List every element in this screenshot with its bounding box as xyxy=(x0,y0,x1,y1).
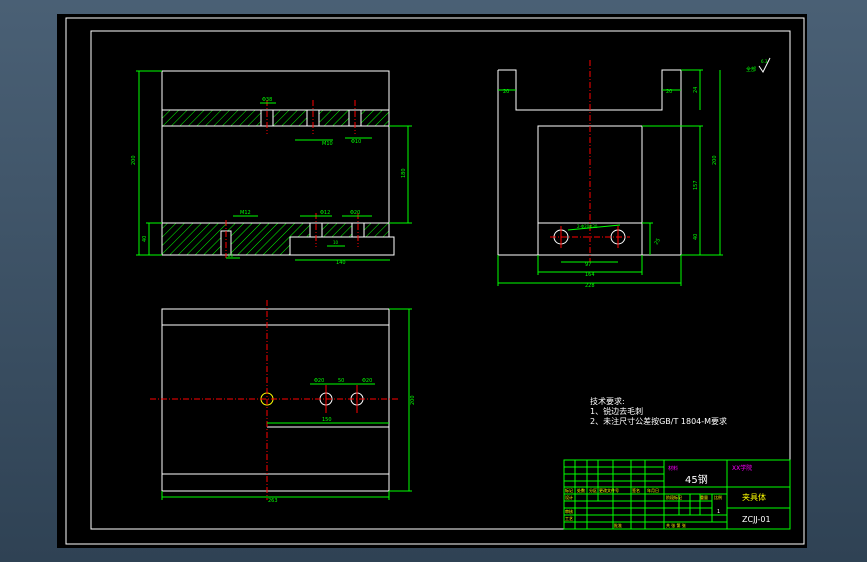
dim-small-a: 20 xyxy=(228,253,234,258)
dim-phi10: Φ10 xyxy=(351,139,361,145)
dim-front-top: Φ38 xyxy=(262,97,272,103)
roughness-symbol-icon xyxy=(758,57,771,73)
inner-frame xyxy=(90,30,791,530)
dim-side-span-mid: 164 xyxy=(585,272,595,278)
material-value: 45钢 xyxy=(685,473,708,486)
dim-top-height: 200 xyxy=(410,395,416,405)
part-name: 夹具体 xyxy=(742,492,766,502)
dim-side-corner: 25 xyxy=(654,237,662,246)
dim-front-base: 40 xyxy=(142,236,148,242)
dim-front-mid: 180 xyxy=(401,168,407,178)
top-view-outline xyxy=(161,308,390,492)
dim-top-hole-a: Φ20 xyxy=(314,378,324,384)
sign-label: 签名 xyxy=(632,487,640,493)
dim-m12: M12 xyxy=(240,210,251,216)
roughness-value: 6.3 xyxy=(761,59,768,64)
approve-label: 批准 xyxy=(614,522,622,528)
dim-side-bottom: 40 xyxy=(693,234,699,240)
dim-side-span-inner: 97 xyxy=(585,262,591,268)
dim-m10: M10 xyxy=(322,141,333,147)
drawing-number: ZCJJ-01 xyxy=(742,515,771,524)
dim-front-height: 200 xyxy=(131,155,137,165)
count-value: 1 xyxy=(717,509,720,515)
dim-phi12: Φ12 xyxy=(320,210,330,216)
school-name: XX学院 xyxy=(732,464,752,472)
date-label: 年月日 xyxy=(647,487,659,493)
weight-label: 重量 xyxy=(700,494,708,500)
outer-frame xyxy=(65,17,805,545)
dim-side-inner-height: 157 xyxy=(693,180,699,190)
mark-label: 标记 xyxy=(565,487,573,493)
technical-notes: 技术要求: 1、锐边去毛刺 2、未注尺寸公差按GB/T 1804-M要求 xyxy=(590,396,727,426)
top-view[interactable]: Φ20 50 Φ20 200 150 263 xyxy=(150,300,416,504)
dim-side-span-total: 228 xyxy=(585,283,595,289)
notes-heading: 技术要求: xyxy=(590,396,625,406)
dim-top-width: 263 xyxy=(268,498,278,504)
change-label: 更改文件号 xyxy=(599,487,619,493)
craft-label: 工艺 xyxy=(565,516,573,521)
dim-side-step-height: 24 xyxy=(693,87,699,93)
dim-side-left-step: 20 xyxy=(503,89,509,95)
sheet-info: 共 张 第 张 xyxy=(666,522,686,528)
dim-side-hole-callout: 2-Φ20Φ30 xyxy=(577,224,598,229)
designer-label: 设计 xyxy=(565,494,573,500)
qty-label: 处数 xyxy=(577,487,585,493)
front-top-section xyxy=(161,109,390,127)
dim-top-offset: 150 xyxy=(322,417,332,423)
front-view[interactable]: 200 40 180 140 Φ38 M10 Φ10 M12 Φ12 Φ20 2… xyxy=(131,70,412,266)
material-label: 材料 xyxy=(668,465,678,472)
roughness-label: 全部 xyxy=(746,66,756,73)
dim-side-height: 200 xyxy=(712,155,718,165)
ratio-label: 比例 xyxy=(714,494,722,500)
drawing-background xyxy=(57,14,807,548)
dim-phi20: Φ20 xyxy=(350,210,360,216)
checker-label: 审核 xyxy=(565,508,573,514)
stage-mark-label: 阶段标记 xyxy=(666,494,682,500)
dim-top-hole-gap: 50 xyxy=(338,378,344,384)
side-view[interactable]: 20 20 24 200 157 40 25 2-Φ20Φ30 97 164 2… xyxy=(497,57,771,289)
dim-top-hole-b: Φ20 xyxy=(362,378,372,384)
notes-item-1: 1、锐边去毛刺 xyxy=(590,406,643,416)
title-block[interactable]: 材料 45钢 XX学院 夹具体 ZCJJ-01 阶段标记 重量 比例 1 共 张… xyxy=(563,459,791,530)
notes-item-2: 2、未注尺寸公差按GB/T 1804-M要求 xyxy=(590,416,727,426)
zone-label: 分区 xyxy=(589,487,597,493)
dim-side-right-step: 20 xyxy=(666,89,672,95)
dim-front-length: 140 xyxy=(336,260,346,266)
dim-small-b: 10 xyxy=(333,240,339,245)
